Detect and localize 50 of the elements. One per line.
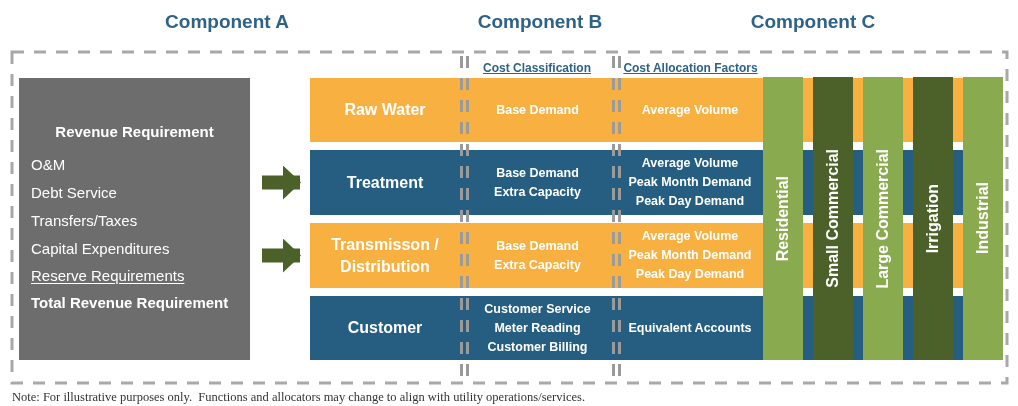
column-heading: Cost Classification	[482, 60, 592, 77]
factor-text: Average Volume	[641, 228, 739, 245]
customer-class-text: Industrial	[973, 182, 992, 255]
factor-text: Meter Reading	[494, 319, 581, 337]
function-band	[310, 223, 763, 288]
customer-class-text: Large Commercial	[873, 148, 892, 289]
block-arrow	[262, 165, 301, 200]
customer-class-bar	[763, 77, 803, 360]
function-band	[310, 78, 763, 142]
column-heading: Cost Allocation Factors	[622, 60, 759, 77]
factor-text: Extra Capacity	[494, 183, 581, 201]
function-name: Customer	[346, 318, 424, 338]
factor-text: Peak Day Demand	[635, 266, 745, 283]
factor-text: Equivalent Accounts	[628, 319, 752, 337]
cost-item: O&M	[31, 155, 67, 176]
cost-item: Debt Service	[31, 183, 118, 204]
component-heading: Component B	[476, 10, 604, 34]
factor-text: Peak Month Demand	[628, 174, 752, 191]
factor-text: Peak Month Demand	[628, 247, 752, 264]
cost-item: Capital Expenditures	[31, 239, 171, 260]
factor-text: Average Volume	[641, 101, 739, 119]
function-name: Transmisson / Distribution	[330, 234, 440, 277]
block-arrow	[262, 238, 301, 273]
footnote: Note: For illustrative purposes only. Functions and allocators may change to align with utility operations/services.	[12, 389, 586, 406]
function-name: Raw Water	[343, 100, 427, 120]
cost-item: Transfers/Taxes	[31, 211, 139, 232]
customer-class-text: Residential	[773, 175, 792, 262]
customer-class-bar	[913, 77, 953, 360]
box-heading: Revenue Requirement	[55, 121, 214, 142]
function-band	[310, 296, 763, 360]
customer-class-bar	[863, 77, 903, 360]
customer-class-text: Small Commercial	[823, 149, 842, 288]
factor-text: Base Demand	[496, 101, 579, 119]
customer-class-text: Irrigation	[923, 183, 942, 254]
customer-class-bar	[813, 77, 853, 360]
cost-item: Reserve Requirements	[31, 266, 186, 287]
factor-text: Base Demand	[496, 237, 579, 255]
factor-text: Customer Service	[484, 300, 591, 318]
factor-text: Peak Day Demand	[635, 193, 745, 210]
factor-text: Extra Capacity	[494, 256, 581, 274]
factor-text: Average Volume	[641, 155, 739, 172]
factor-text: Base Demand	[496, 164, 579, 182]
revenue-requirement-box	[19, 78, 250, 360]
factor-text: Customer Billing	[487, 338, 588, 356]
component-heading: Component C	[749, 10, 877, 34]
function-name: Treatment	[345, 172, 425, 193]
customer-class-bar	[963, 77, 1003, 360]
function-band	[310, 150, 763, 215]
component-heading: Component A	[164, 10, 290, 34]
cost-item: Total Revenue Requirement	[31, 293, 230, 314]
